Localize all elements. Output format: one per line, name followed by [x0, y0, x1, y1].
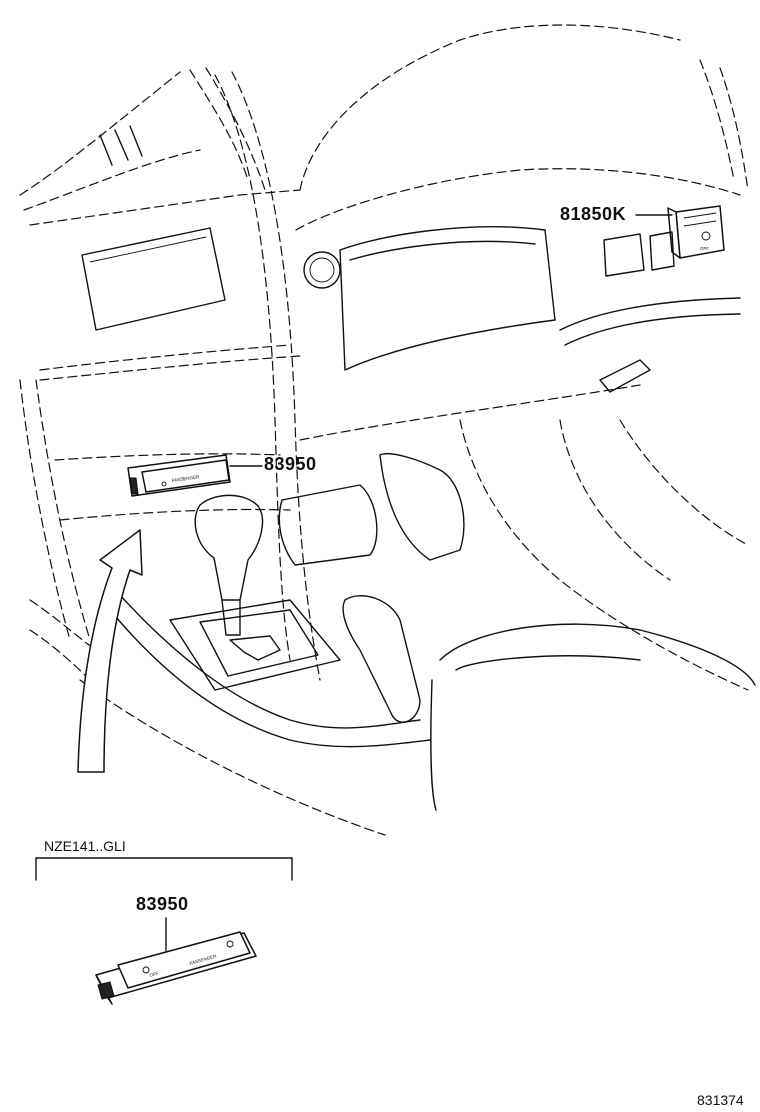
callout-83950-detail: 83950: [136, 894, 189, 914]
variant-label: NZE141..GLI: [44, 838, 126, 854]
callout-81850k: 81850K: [560, 204, 627, 224]
svg-text:PASSENGER: PASSENGER: [171, 474, 200, 483]
variant-bracket: [35, 857, 293, 881]
dashboard-outline: [19, 24, 756, 836]
part-83950-switch-upper[interactable]: PASSENGER: [127, 454, 231, 497]
figure-number: 831374: [697, 1092, 744, 1108]
callout-83950-upper: 83950: [264, 454, 317, 474]
part-83950-switch-detail[interactable]: OFF PASSENGER: [95, 931, 257, 1005]
view-direction-arrow: [77, 529, 143, 773]
svg-text:OFF: OFF: [149, 971, 159, 978]
part-81850k-switch[interactable]: OFF: [667, 205, 725, 259]
svg-text:OFF: OFF: [700, 246, 709, 251]
